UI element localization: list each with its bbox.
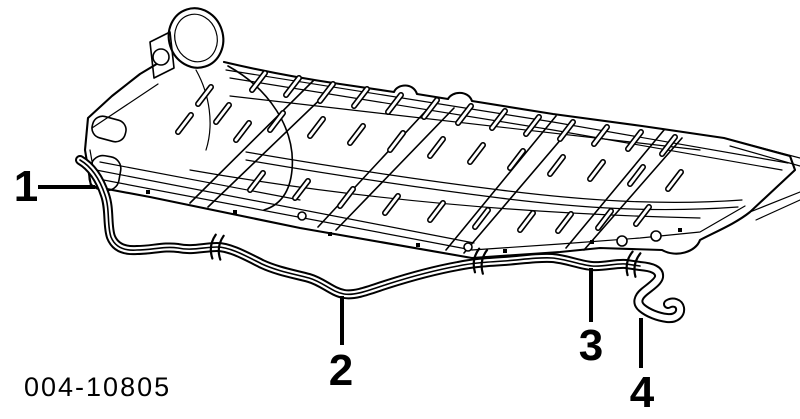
fuel-line-core	[79, 159, 641, 296]
clamp-mark-3	[625, 250, 642, 278]
clamp-mark-1	[209, 233, 225, 261]
callout-2-label: 2	[328, 346, 354, 395]
part-code: 004-10805	[24, 372, 172, 402]
top-flange-line	[225, 69, 789, 164]
cross-rail-1	[189, 79, 333, 208]
toeboard-curve	[195, 69, 211, 151]
rear-bottom-line	[471, 205, 746, 251]
rocker-line-2	[95, 169, 475, 244]
mount-tab-1	[91, 115, 127, 143]
frame-rails-right	[723, 137, 800, 221]
rail-holes	[297, 211, 662, 252]
top-flange-line-2	[229, 77, 783, 171]
tunnel-line-1	[245, 151, 743, 203]
clamp-mark-2	[472, 247, 489, 275]
rocker-line-1	[92, 177, 473, 251]
cowl-oval	[167, 7, 225, 69]
floor-crease-upper	[229, 95, 701, 151]
floor-pan-outline	[83, 60, 797, 260]
callout-3-label: 3	[578, 321, 604, 370]
rocker-line-3	[99, 161, 301, 201]
front-bracket	[149, 31, 175, 79]
callout-1-label: 1	[13, 162, 39, 211]
cross-rail-3	[445, 115, 575, 254]
callout-4-label: 4	[629, 368, 655, 417]
fastener-dots	[146, 190, 682, 253]
tunnel-line-2	[245, 159, 739, 211]
fuel-line-assembly	[75, 155, 686, 324]
floor-pan-illustration	[83, 7, 800, 260]
cross-rail-4	[565, 129, 683, 251]
left-edge-line	[91, 83, 159, 129]
